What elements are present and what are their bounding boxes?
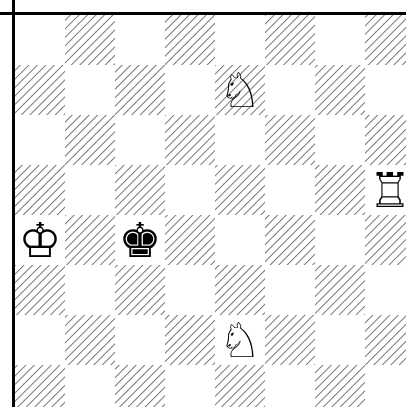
square-d2[interactable] [165, 315, 215, 365]
square-d6[interactable] [165, 115, 215, 165]
white-king-icon[interactable]: ♔ [18, 213, 61, 269]
square-e4[interactable] [215, 215, 265, 265]
square-h8[interactable] [365, 15, 406, 65]
square-g6[interactable] [315, 115, 365, 165]
square-f8[interactable] [265, 15, 315, 65]
square-h6[interactable] [365, 115, 406, 165]
square-b1[interactable] [65, 365, 115, 407]
square-a7[interactable] [15, 65, 65, 115]
square-g2[interactable] [315, 315, 365, 365]
square-b7[interactable] [65, 65, 115, 115]
square-f5[interactable] [265, 165, 315, 215]
square-a2[interactable] [15, 315, 65, 365]
square-b5[interactable] [65, 165, 115, 215]
square-c3[interactable] [115, 265, 165, 315]
white-rook-icon[interactable]: ♖ [368, 163, 406, 219]
square-g8[interactable] [315, 15, 365, 65]
square-c5[interactable] [115, 165, 165, 215]
square-c7[interactable] [115, 65, 165, 115]
white-knight-icon[interactable]: ♘ [218, 63, 261, 119]
square-a5[interactable] [15, 165, 65, 215]
board-squares [15, 15, 406, 407]
square-e6[interactable] [215, 115, 265, 165]
square-d7[interactable] [165, 65, 215, 115]
square-g4[interactable] [315, 215, 365, 265]
square-c8[interactable] [115, 15, 165, 65]
square-d4[interactable] [165, 215, 215, 265]
square-e3[interactable] [215, 265, 265, 315]
square-a3[interactable] [15, 265, 65, 315]
square-a1[interactable] [15, 365, 65, 407]
square-h3[interactable] [365, 265, 406, 315]
square-b2[interactable] [65, 315, 115, 365]
square-h4[interactable] [365, 215, 406, 265]
square-h1[interactable] [365, 365, 406, 407]
square-e1[interactable] [215, 365, 265, 407]
square-b8[interactable] [65, 15, 115, 65]
square-a8[interactable] [15, 15, 65, 65]
square-d3[interactable] [165, 265, 215, 315]
square-h2[interactable] [365, 315, 406, 365]
white-knight-icon[interactable]: ♘ [218, 313, 261, 369]
square-d1[interactable] [165, 365, 215, 407]
square-c6[interactable] [115, 115, 165, 165]
square-b6[interactable] [65, 115, 115, 165]
square-a6[interactable] [15, 115, 65, 165]
black-king-icon[interactable]: ♚ [118, 213, 161, 269]
square-g1[interactable] [315, 365, 365, 407]
square-f6[interactable] [265, 115, 315, 165]
square-b3[interactable] [65, 265, 115, 315]
square-f3[interactable] [265, 265, 315, 315]
square-f4[interactable] [265, 215, 315, 265]
square-c2[interactable] [115, 315, 165, 365]
square-g5[interactable] [315, 165, 365, 215]
square-f7[interactable] [265, 65, 315, 115]
square-g7[interactable] [315, 65, 365, 115]
square-b4[interactable] [65, 215, 115, 265]
square-f1[interactable] [265, 365, 315, 407]
square-c1[interactable] [115, 365, 165, 407]
square-f2[interactable] [265, 315, 315, 365]
square-d8[interactable] [165, 15, 215, 65]
square-g3[interactable] [315, 265, 365, 315]
square-e8[interactable] [215, 15, 265, 65]
square-h7[interactable] [365, 65, 406, 115]
square-e5[interactable] [215, 165, 265, 215]
square-d5[interactable] [165, 165, 215, 215]
